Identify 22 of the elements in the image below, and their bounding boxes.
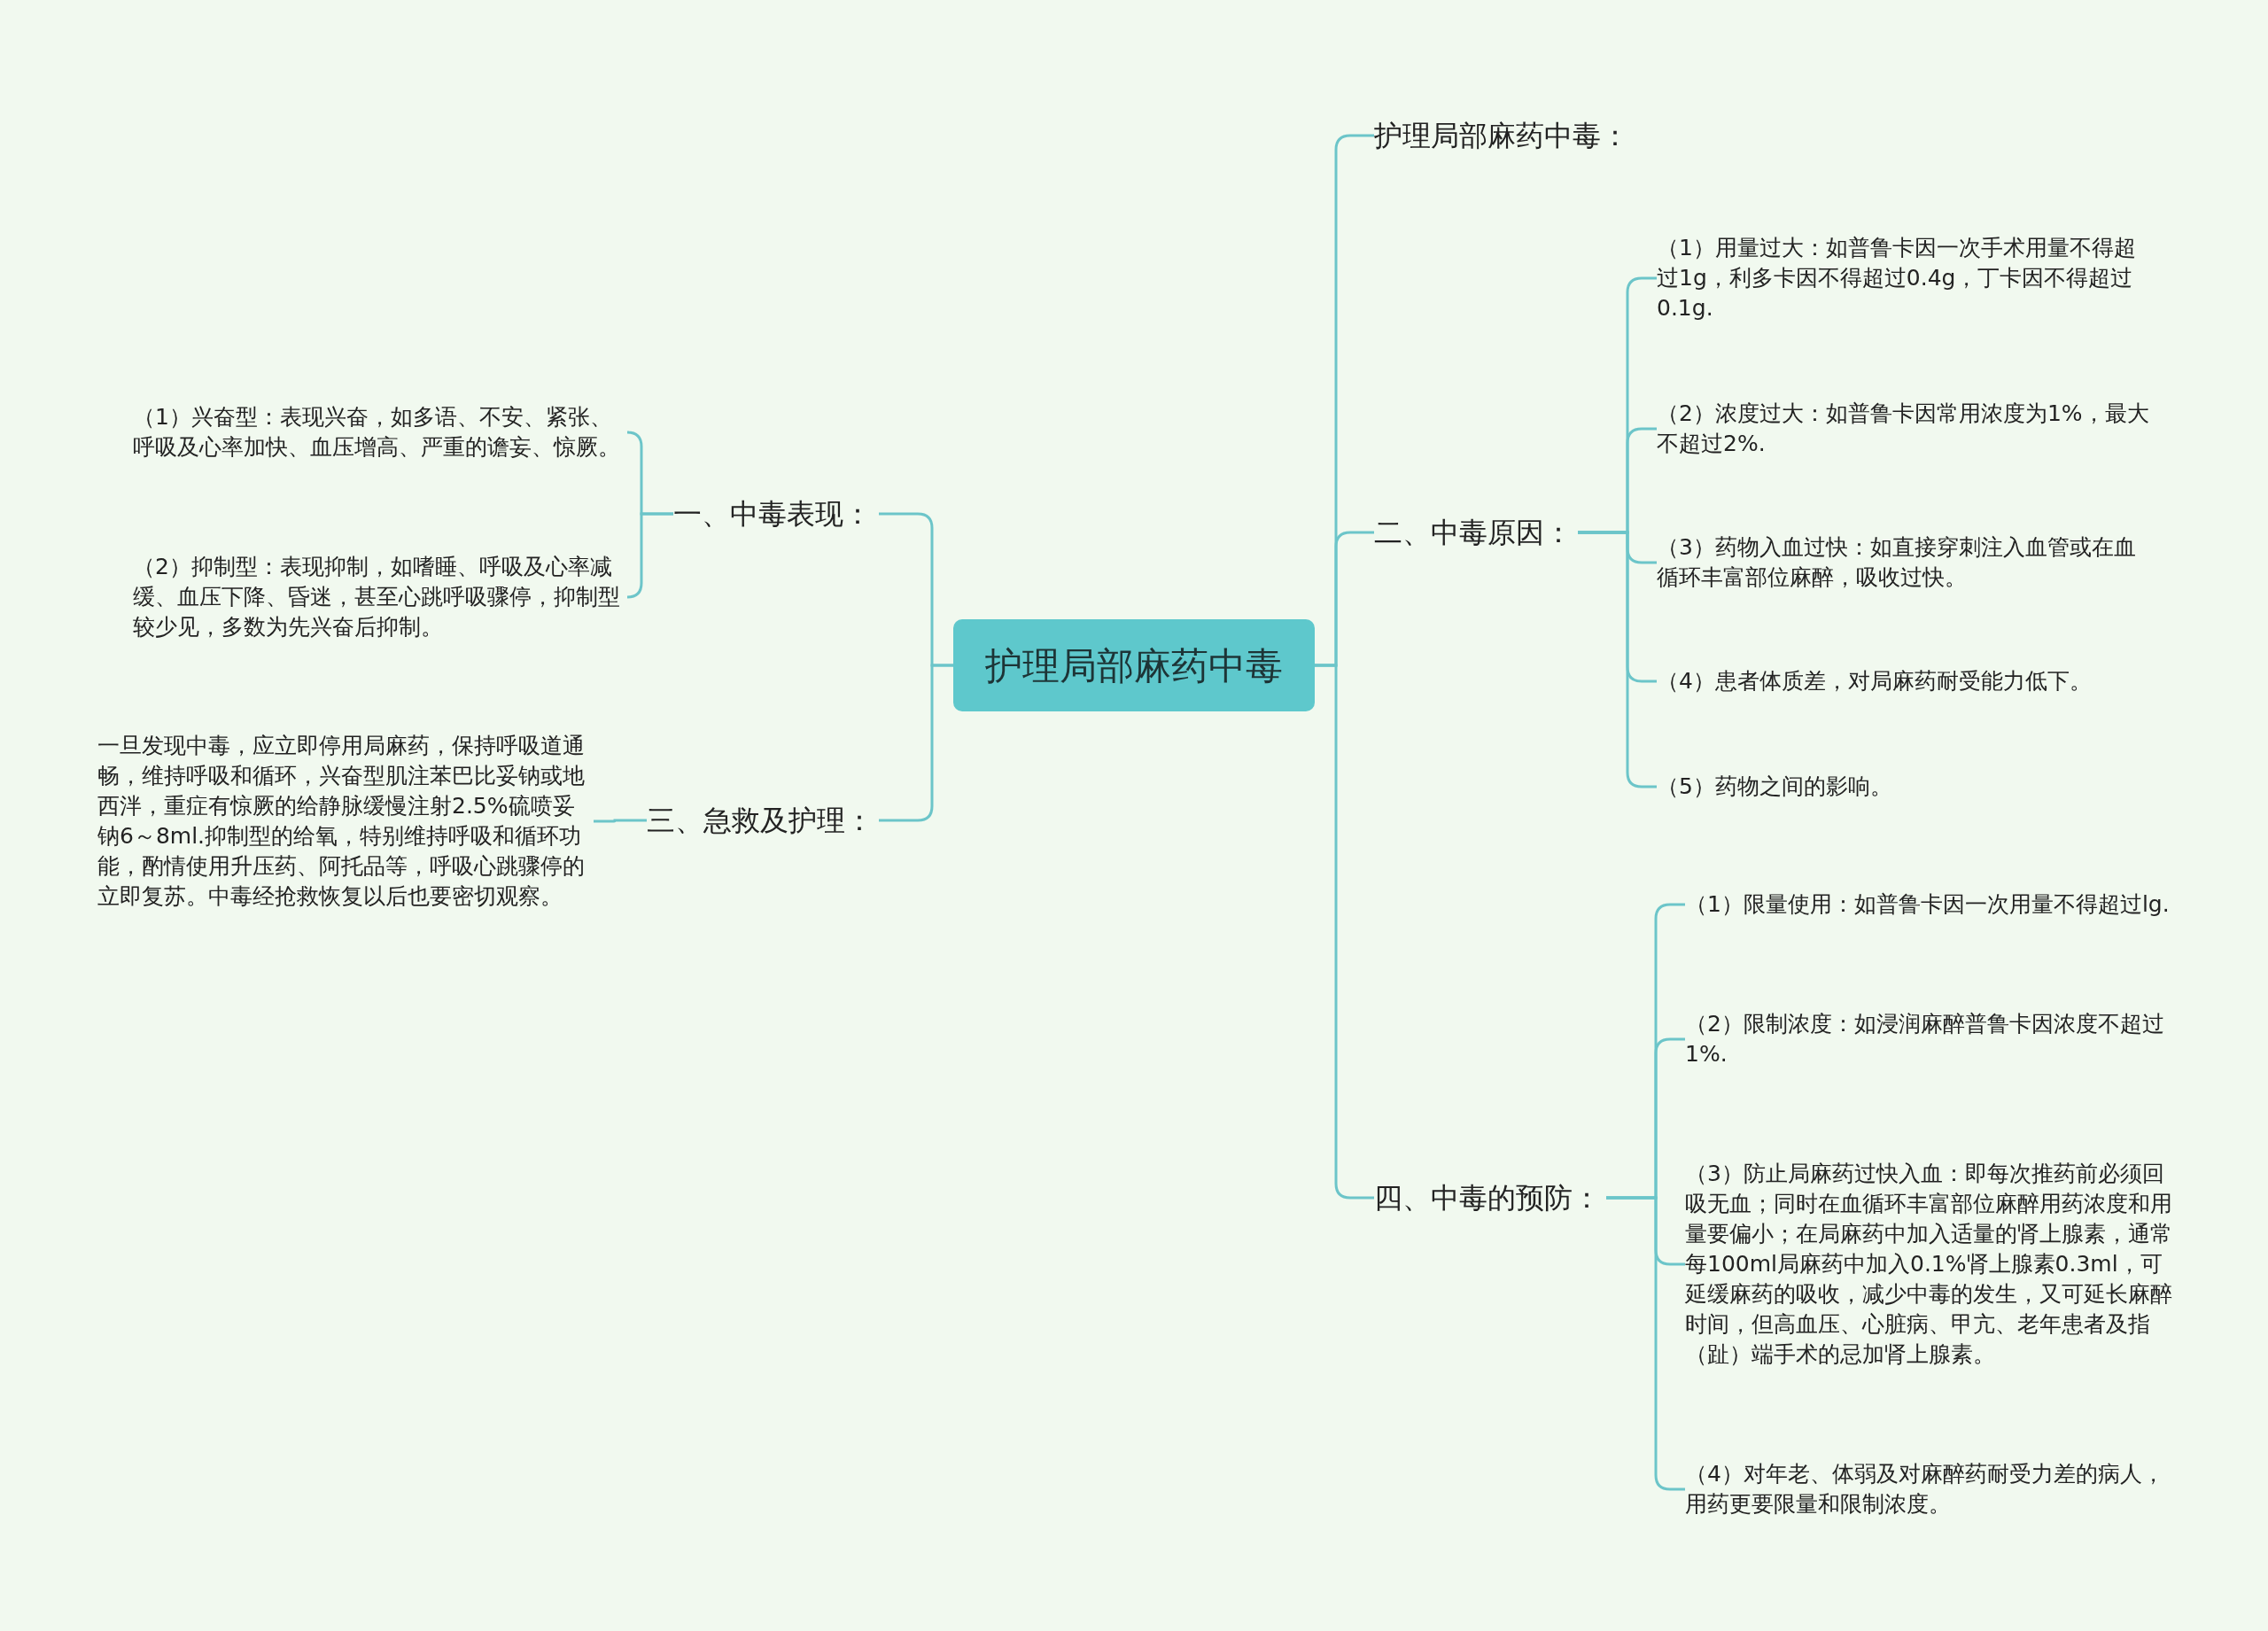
connector-line (594, 819, 647, 823)
topic-text: （2）限制浓度：如浸润麻醉普鲁卡因浓度不超过1%. (1685, 1010, 2165, 1068)
topic-text: （2）抑制型：表现抑制，如嗜睡、呼吸及心率减缓、血压下降、昏迷，甚至心跳呼吸骤停，抑制型较少见，多数为先兴奋后抑制。 (133, 553, 621, 641)
connector-line (1315, 664, 1374, 1200)
branch-topic: 一、中毒表现： (673, 496, 873, 532)
branch-topic: 二、中毒原因： (1374, 515, 1573, 551)
branch-topic: 四、中毒的预防： (1374, 1180, 1602, 1216)
topic-text: （5）药物之间的影响。 (1657, 773, 1893, 801)
connector-line (625, 512, 673, 599)
connector-line (879, 664, 953, 822)
branch-topic: 护理局部麻药中毒： (1374, 118, 1630, 154)
topic-text: （3）防止局麻药过快入血：即每次推药前必须回吸无血；同时在血循环丰富部位麻醉用药浓度和用量要偏小；在局麻药中加入适量的肾上腺素，通常每100ml局麻药中加入0.1%肾上腺素0.3ml，可延缓麻药的吸收，减少中毒的发生，又可延长麻醉时间，但高血压、心脏病、甲亢、老年患者及指（趾）端手术的忌加肾上腺素。 (1685, 1160, 2173, 1369)
branch-topic: 三、急救及护理： (647, 803, 874, 839)
central-topic: 护理局部麻药中毒 (953, 619, 1315, 711)
topic-text: （4）患者体质差，对局麻药耐受能力低下。 (1657, 667, 2093, 695)
topic-text: （1）用量过大：如普鲁卡因一次手术用量不得超过1g，利多卡因不得超过0.4g，丁卡因不得超过0.1g. (1657, 234, 2137, 322)
topic-text: 一旦发现中毒，应立即停用局麻药，保持呼吸道通畅，维持呼吸和循环，兴奋型肌注苯巴比妥钠或地西泮，重症有惊厥的给静脉缓慢注射2.5%硫喷妥钠6～8ml.抑制型的给氧，特别维持呼吸和循环功能，酌情使用升压药、阿托品等，呼吸心跳骤停的立即复苏。中毒经抢救恢复以后也要密切观察。 (97, 732, 586, 911)
topic-text: （2）浓度过大：如普鲁卡因常用浓度为1%，最大不超过2%. (1657, 400, 2150, 458)
topic-text: （4）对年老、体弱及对麻醉药耐受力差的病人，用药更要限量和限制浓度。 (1685, 1460, 2165, 1518)
topic-text: （1）兴奋型：表现兴奋，如多语、不安、紧张、呼吸及心率加快、血压增高、严重的谵妄、惊厥。 (133, 403, 621, 462)
topic-text: （1）限量使用：如普鲁卡因一次用量不得超过lg. (1685, 890, 2171, 919)
topic-text: （3）药物入血过快：如直接穿刺注入血管或在血循环丰富部位麻醉，吸收过快。 (1657, 533, 2137, 592)
